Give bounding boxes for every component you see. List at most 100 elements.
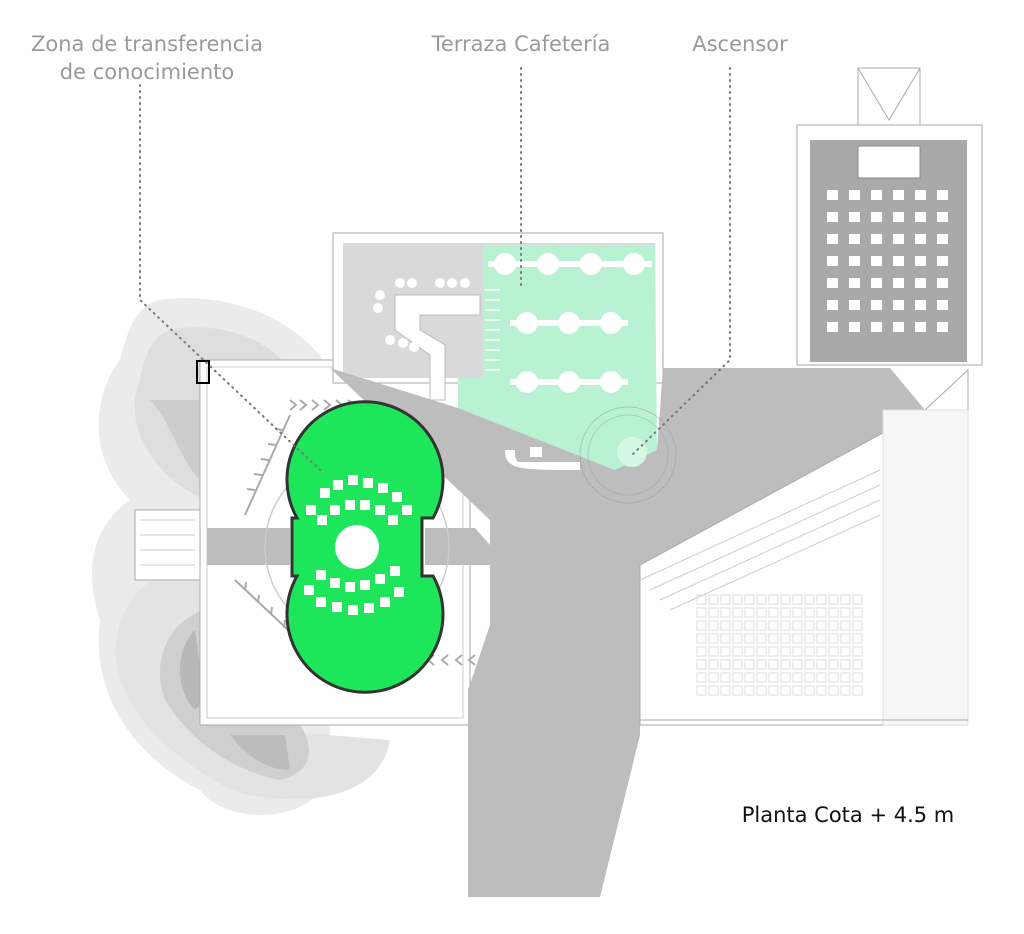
auditorium-seat [816, 672, 827, 683]
lecture-seat [849, 234, 860, 244]
auditorium-seat [720, 633, 731, 644]
auditorium-seat [696, 646, 707, 657]
auditorium-seat [756, 620, 767, 631]
auditorium-seat [696, 607, 707, 618]
lecture-seat [849, 190, 860, 200]
auditorium-seat [792, 594, 803, 605]
auditorium-seat [840, 633, 851, 644]
auditorium-seat [792, 633, 803, 644]
lecture-seat [871, 300, 882, 310]
auditorium-seat [768, 633, 779, 644]
lecture-seat [849, 256, 860, 266]
leader-elevator [631, 67, 731, 456]
auditorium-seat [780, 646, 791, 657]
auditorium-seat [852, 659, 863, 670]
lecture-seat [871, 212, 882, 222]
marker-box [196, 360, 210, 384]
auditorium-seat [732, 646, 743, 657]
auditorium-seat [744, 607, 755, 618]
auditorium-seat [744, 594, 755, 605]
entrance-stairs [134, 509, 201, 581]
auditorium-seat [828, 685, 839, 696]
lecture-seat [937, 256, 948, 266]
auditorium-seat [720, 672, 731, 683]
auditorium-seat [780, 685, 791, 696]
auditorium-seat [828, 659, 839, 670]
label-cafe-terrace: Terraza Cafetería [431, 32, 611, 56]
auditorium-seat [804, 594, 815, 605]
lecture-seat [849, 322, 860, 332]
lecture-seat [937, 212, 948, 222]
auditorium-seat [720, 646, 731, 657]
auditorium-seat [768, 685, 779, 696]
auditorium-seat [816, 607, 827, 618]
auditorium-seat [768, 659, 779, 670]
auditorium-seat [720, 594, 731, 605]
label-elevator: Ascensor [692, 32, 788, 56]
auditorium-seat [708, 633, 719, 644]
auditorium-seat [708, 685, 719, 696]
auditorium-seat [744, 633, 755, 644]
lecture-seat [849, 278, 860, 288]
auditorium-seat [708, 620, 719, 631]
auditorium-seat [804, 646, 815, 657]
auditorium-seat [852, 633, 863, 644]
auditorium-seat [744, 685, 755, 696]
lecture-seat [871, 278, 882, 288]
lecture-seat [915, 234, 926, 244]
lecture-seat [893, 234, 904, 244]
auditorium-seat [804, 607, 815, 618]
auditorium-seat [840, 672, 851, 683]
auditorium-seat [816, 659, 827, 670]
auditorium-seat [804, 685, 815, 696]
lecture-seat [915, 278, 926, 288]
auditorium-seat [780, 594, 791, 605]
auditorium-seat [828, 646, 839, 657]
auditorium-seat [744, 672, 755, 683]
auditorium-seat [804, 672, 815, 683]
auditorium-seat [708, 646, 719, 657]
lecture-seat [915, 322, 926, 332]
lecture-seat [849, 212, 860, 222]
auditorium-seat [840, 646, 851, 657]
lecture-seat [827, 278, 838, 288]
auditorium-seat [828, 620, 839, 631]
auditorium-seat [816, 646, 827, 657]
auditorium-seat [780, 607, 791, 618]
lecture-seat [937, 190, 948, 200]
auditorium-seat [744, 620, 755, 631]
lecture-seat [893, 190, 904, 200]
lecture-seat [871, 190, 882, 200]
auditorium-seat [732, 659, 743, 670]
auditorium-seat [828, 607, 839, 618]
auditorium-seat [840, 620, 851, 631]
auditorium-seat [696, 659, 707, 670]
auditorium-seat [792, 672, 803, 683]
auditorium-seat [780, 659, 791, 670]
auditorium-seat [720, 607, 731, 618]
auditorium-seat [744, 659, 755, 670]
auditorium-seat [768, 672, 779, 683]
lecture-seat [893, 300, 904, 310]
auditorium-seat [828, 594, 839, 605]
lecture-seat [893, 256, 904, 266]
lecture-seat [827, 190, 838, 200]
elevator [579, 406, 677, 504]
lecture-seat [827, 234, 838, 244]
auditorium-seat [840, 607, 851, 618]
auditorium-seat [720, 685, 731, 696]
auditorium-seat [744, 646, 755, 657]
lecture-seat [871, 256, 882, 266]
auditorium-seat [852, 685, 863, 696]
lecture-seat [893, 322, 904, 332]
auditorium-seat [732, 620, 743, 631]
auditorium-seat [792, 646, 803, 657]
auditorium-seat [768, 620, 779, 631]
auditorium-seat [804, 620, 815, 631]
auditorium-seat [780, 672, 791, 683]
lecture-seat [915, 212, 926, 222]
auditorium-seat [804, 633, 815, 644]
auditorium-seat [768, 646, 779, 657]
lecture-seat [937, 322, 948, 332]
